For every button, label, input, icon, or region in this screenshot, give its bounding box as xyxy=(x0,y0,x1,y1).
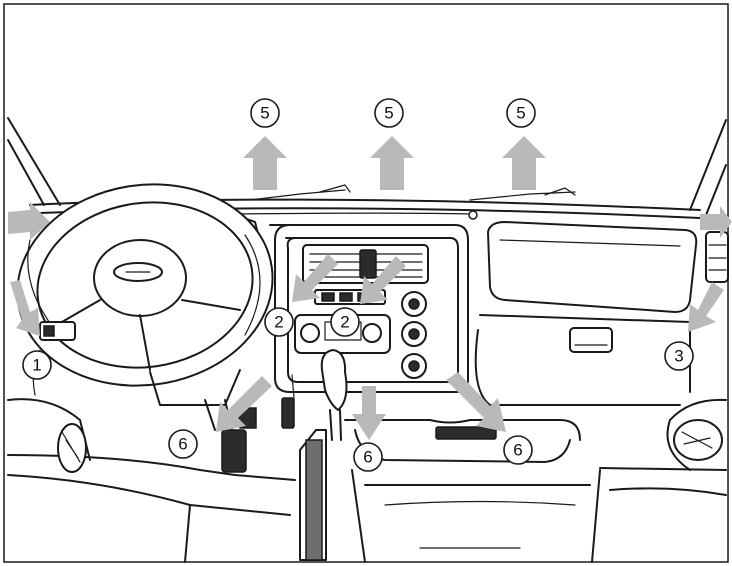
callout-5-right: 5 xyxy=(507,99,535,127)
callout-2-right: 2 xyxy=(331,308,359,336)
callout-label: 5 xyxy=(384,104,393,123)
gear-lever xyxy=(322,350,347,440)
handbrake xyxy=(300,430,326,560)
side-vent-arrow-right-down xyxy=(688,282,724,332)
callout-label: 1 xyxy=(32,356,41,375)
callout-1: 1 xyxy=(23,351,51,379)
floor-console xyxy=(345,420,600,562)
callout-label: 6 xyxy=(178,435,187,454)
floor-arrow-center xyxy=(352,386,386,440)
callout-5-center: 5 xyxy=(375,99,403,127)
defrost-arrow-center xyxy=(370,136,414,190)
center-console xyxy=(270,225,468,392)
callout-label: 6 xyxy=(513,441,522,460)
callout-6-right: 6 xyxy=(504,436,532,464)
callout-6-center: 6 xyxy=(354,443,382,471)
callout-2-left: 2 xyxy=(265,308,293,336)
callout-label: 5 xyxy=(260,104,269,123)
defrost-arrow-left xyxy=(243,136,287,190)
callout-label: 2 xyxy=(274,313,283,332)
callout-6-left: 6 xyxy=(169,430,197,458)
callout-label: 6 xyxy=(363,448,372,467)
callout-label: 2 xyxy=(340,313,349,332)
callout-label: 5 xyxy=(516,104,525,123)
callout-3: 3 xyxy=(665,342,693,370)
callout-label: 3 xyxy=(674,347,683,366)
defrost-arrow-right xyxy=(502,136,546,190)
callout-5-left: 5 xyxy=(251,99,279,127)
